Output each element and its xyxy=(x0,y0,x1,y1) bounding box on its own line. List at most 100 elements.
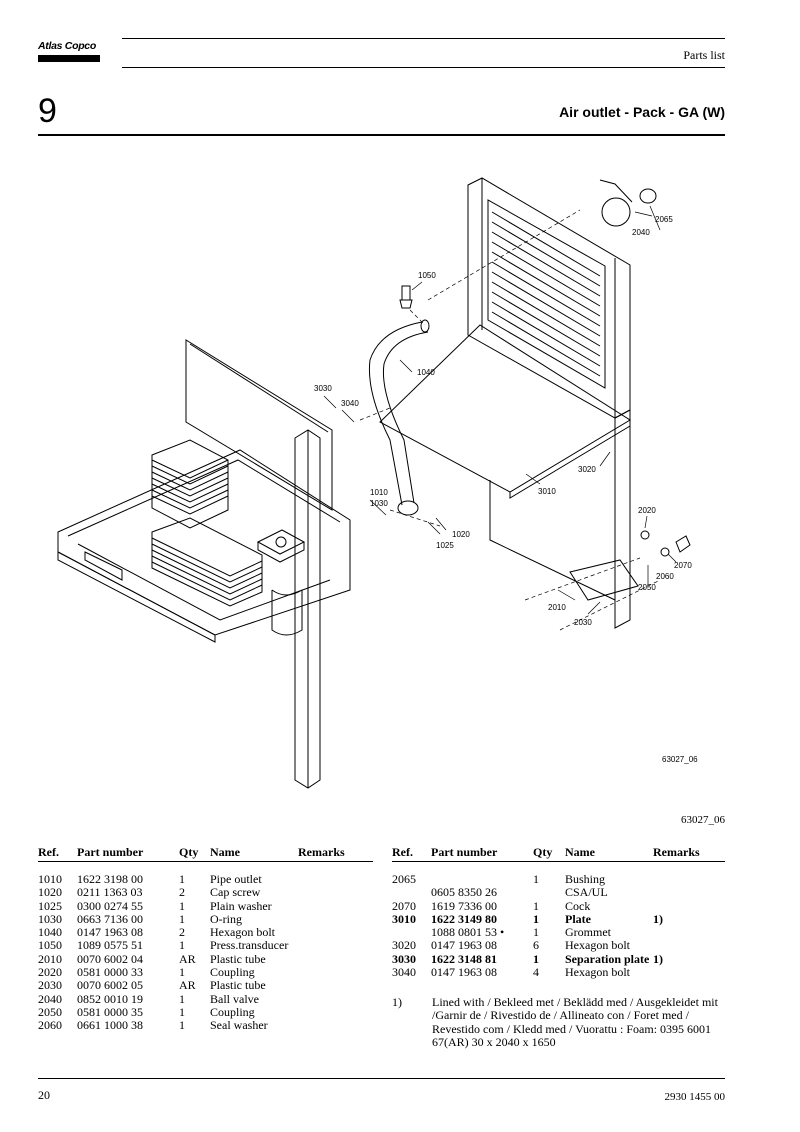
col-remarks: Remarks xyxy=(298,845,345,859)
cell-name: Hexagon bolt xyxy=(565,965,630,980)
cell-name: CSA/UL xyxy=(565,885,608,900)
cell-qty: 1 xyxy=(179,965,185,980)
cell-name: Press.transducer xyxy=(210,938,289,953)
cell-name: Pipe outlet xyxy=(210,872,262,886)
cell-part-number: 0605 8350 26 xyxy=(431,885,497,900)
cell-ref: 2040 xyxy=(38,991,62,1006)
back-panel xyxy=(467,177,631,629)
callout-label: 1050 xyxy=(418,271,436,280)
cell-qty: 1 xyxy=(533,898,539,913)
cell-qty: 1 xyxy=(179,898,185,913)
cell-part-number: 0147 1963 08 xyxy=(77,925,143,940)
foam-stack-upper xyxy=(151,439,229,529)
callout-label: 2060 xyxy=(656,572,674,581)
cell-part-number: 0663 7136 00 xyxy=(77,911,143,926)
cell-part-number: 1088 0801 53 • xyxy=(431,925,505,940)
couplings xyxy=(569,530,691,601)
cell-name: O-ring xyxy=(210,911,242,926)
cell-ref: 1050 xyxy=(38,938,62,953)
col-ref: Ref. xyxy=(392,845,413,859)
table-header-rule xyxy=(38,861,373,862)
cell-qty: 1 xyxy=(533,951,539,966)
cell-name: Coupling xyxy=(210,965,255,980)
cell-name: Grommet xyxy=(565,925,611,940)
callout-label: 2065 xyxy=(655,215,673,224)
col-qty: Qty xyxy=(533,845,553,859)
col-remarks: Remarks xyxy=(653,845,700,859)
cell-name: Plastic tube xyxy=(210,951,266,966)
callout-label: 3010 xyxy=(538,487,556,496)
cell-qty: 1 xyxy=(179,1018,185,1033)
cell-part-number: 0581 0000 33 xyxy=(77,965,143,980)
table-header-rule xyxy=(392,861,725,862)
cell-name: Cap screw xyxy=(210,885,261,900)
cell-ref: 2020 xyxy=(38,965,62,980)
cell-name: Hexagon bolt xyxy=(565,938,630,953)
col-name: Name xyxy=(565,845,595,859)
cell-ref: 2030 xyxy=(38,978,62,993)
foam-stack-lower xyxy=(151,517,263,607)
table-row: 1030 0663 7136 00 1 O-ring xyxy=(38,911,373,926)
callout-label: 2020 xyxy=(638,506,656,515)
drawing-code: 63027_06 xyxy=(662,755,698,764)
cell-part-number: 0852 0010 19 xyxy=(77,991,143,1006)
cell-ref: 3030 xyxy=(392,951,416,966)
cell-name: Plastic tube xyxy=(210,978,266,993)
flange-block xyxy=(256,529,306,563)
cell-qty: AR xyxy=(179,951,196,966)
footnote-text: Lined with / Bekleed met / Beklädd med /… xyxy=(432,995,718,1049)
section-number: 9 xyxy=(38,92,57,130)
cell-ref: 1020 xyxy=(38,885,62,900)
cell-qty: 2 xyxy=(179,885,185,900)
callout-label: 2040 xyxy=(632,228,650,237)
cell-part-number: 1622 3149 80 xyxy=(431,911,497,926)
callout-label: 2070 xyxy=(674,561,692,570)
cell-part-number: 0147 1963 08 xyxy=(431,965,497,980)
callout-label: 1040 xyxy=(417,368,435,377)
doc-type: Parts list xyxy=(683,48,725,62)
cell-qty: 1 xyxy=(179,911,185,926)
cell-name: Hexagon bolt xyxy=(210,925,275,940)
cell-ref: 1030 xyxy=(38,911,62,926)
callout-label: 1025 xyxy=(436,541,454,550)
document-number: 2930 1455 00 xyxy=(664,1091,726,1103)
callout-label: 2050 xyxy=(638,583,656,592)
logo-text: Atlas Copco xyxy=(38,40,96,52)
cell-qty: 1 xyxy=(179,1004,185,1019)
cell-name: Coupling xyxy=(210,1004,255,1019)
cell-name: Seal washer xyxy=(210,1018,268,1033)
cell-part-number: 0070 6002 05 xyxy=(77,978,143,993)
cell-ref: 1010 xyxy=(38,872,62,886)
callout-label: 2030 xyxy=(574,618,592,627)
col-name: Name xyxy=(210,845,240,859)
logo-bar xyxy=(38,55,100,62)
cell-name: Cock xyxy=(565,898,591,913)
cell-part-number: 0661 1000 38 xyxy=(77,1018,143,1033)
vertical-post xyxy=(294,429,321,789)
header-rule-top xyxy=(122,38,725,39)
cell-ref: 2065 xyxy=(392,872,416,886)
cell-ref: 1040 xyxy=(38,925,62,940)
footer-rule xyxy=(38,1078,725,1079)
title-rule xyxy=(38,134,725,136)
callout-label: 2010 xyxy=(548,603,566,612)
cell-qty: 1 xyxy=(179,872,185,886)
cell-qty: 1 xyxy=(179,991,185,1006)
cell-ref: 2010 xyxy=(38,951,62,966)
cell-part-number: 0147 1963 08 xyxy=(431,938,497,953)
callout-label: 1030 xyxy=(370,499,388,508)
